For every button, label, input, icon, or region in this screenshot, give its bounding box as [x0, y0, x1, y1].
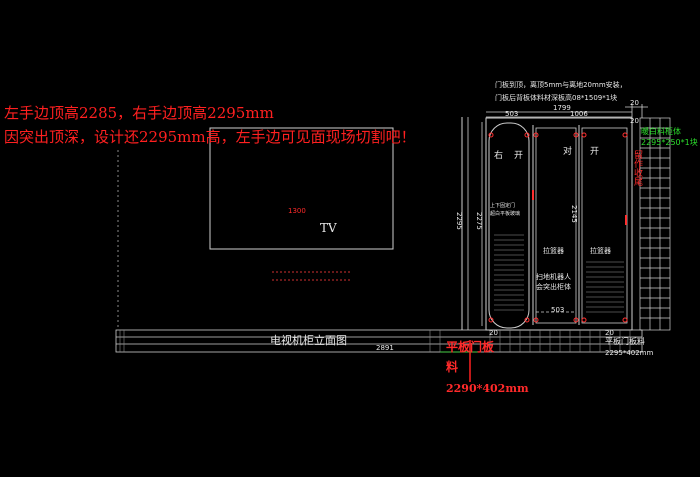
right-column-shelf-lines: [586, 261, 624, 313]
top-dim-1799: 1799: [553, 104, 571, 112]
door-label-right: 右: [494, 151, 504, 161]
base-cabinet: [115, 329, 643, 353]
glass-door-panel: [488, 122, 530, 329]
glass-door-shelf-lines: [494, 234, 524, 311]
flat-door-label-1: 平板门板: [446, 340, 495, 354]
gap-20-c: 20: [630, 117, 639, 125]
cabinet-title: 电视机柜立面图: [270, 334, 347, 347]
top-note-2: 门板后背板体料材深板高08*1509*1块: [495, 94, 618, 102]
right-red-vertical-note: 留作收尾: [632, 150, 642, 186]
middle-column: [535, 127, 577, 324]
note-line-1: 左手边顶高2285，右手边顶高2295mm: [4, 104, 274, 122]
right-green-label-2: 2295*250*1块: [641, 138, 698, 147]
tv-label: TV: [320, 221, 337, 235]
top-dim-1006: 1006: [570, 110, 588, 118]
gap-20-a: 20: [489, 329, 498, 337]
right-column: [581, 127, 628, 324]
hinge-markers: [488, 132, 628, 323]
robot-note-1: 扫地机器人: [536, 273, 571, 281]
right-green-label-1: 暖白料柜体: [641, 127, 681, 136]
note-line-2: 因突出顶深，设计还2295mm高，左手边可见面现场切割吧！: [4, 128, 416, 146]
top-note-1: 门板到顶，离顶5mm与离地20mm安装，: [495, 81, 627, 89]
right-hatched-wall: [639, 117, 671, 331]
pull-basket-label-2: 拉篮器: [590, 247, 611, 255]
glass-door-note-2: 超白平板玻璃: [490, 211, 521, 217]
right-bottom-dimension: 2295*402mm: [605, 349, 654, 357]
door-label-open-1: 开: [514, 151, 524, 161]
tv-dimension: 1300: [288, 207, 306, 215]
door-label-opposite: 对: [563, 147, 573, 157]
top-dim-503: 503: [505, 110, 519, 118]
cabinet-frame: [485, 117, 633, 331]
flat-door-dimension: 2290*402mm: [446, 382, 529, 395]
robot-note-2: 会突出柜体: [536, 283, 571, 291]
base-dimension: 2891: [376, 344, 394, 352]
gap-20-b: 20: [605, 329, 614, 337]
pull-basket-label-1: 拉篮器: [543, 247, 564, 255]
door-label-open-2: 开: [590, 147, 600, 157]
bottom-dim-503: 503: [551, 306, 565, 314]
right-bottom-label: 平板门板料: [605, 337, 645, 346]
top-dim-20: 20: [630, 99, 639, 107]
height-dim-2275: 2275: [475, 212, 483, 230]
glass-door-note-1: 上下固定门: [490, 203, 516, 209]
base-hatch: [119, 330, 631, 352]
flat-door-label-2: 料: [446, 360, 459, 374]
height-dim-2145: 2145: [570, 205, 578, 223]
tv-outline: [209, 127, 394, 250]
height-dim-2295: 2295: [455, 212, 463, 230]
